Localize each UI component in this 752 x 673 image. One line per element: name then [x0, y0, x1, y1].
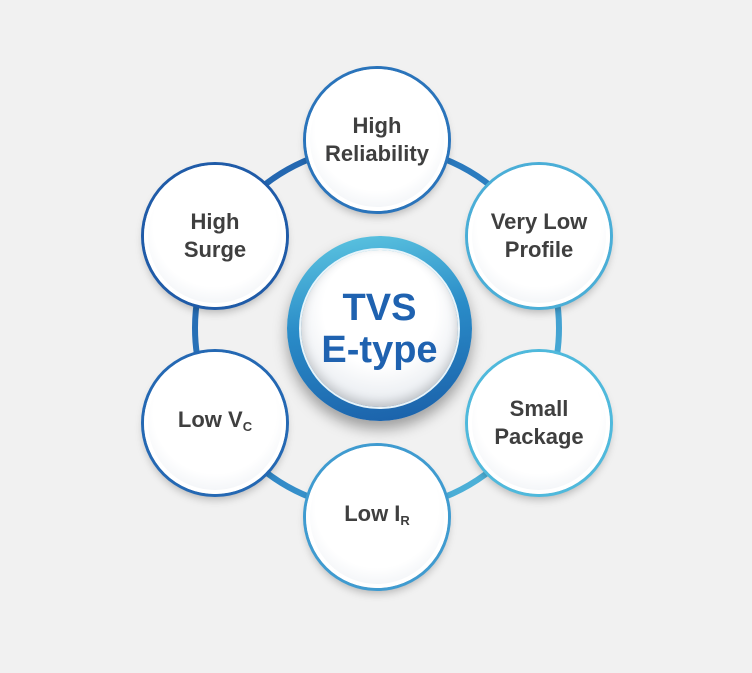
center-badge: TVS E-type: [287, 236, 472, 421]
feature-label-high-reliability: High Reliability: [325, 113, 429, 166]
center-badge-inner: TVS E-type: [301, 250, 458, 407]
feature-node-very-low-profile: Very Low Profile: [468, 165, 610, 307]
feature-label-low-ir: Low IR: [344, 500, 410, 528]
feature-node-small-package: Small Package: [468, 352, 610, 494]
feature-node-high-reliability: High Reliability: [306, 69, 448, 211]
feature-label-small-package: Small Package: [494, 396, 584, 449]
feature-label-very-low-profile: Very Low Profile: [490, 209, 588, 262]
center-title-line2: E-type: [321, 328, 438, 371]
feature-node-low-ir: Low IR: [306, 446, 448, 588]
feature-label-high-surge: High Surge: [183, 209, 247, 262]
feature-label-low-vc: Low VC: [177, 406, 253, 434]
feature-node-high-surge: High Surge: [144, 165, 286, 307]
feature-node-low-vc: Low VC: [144, 352, 286, 494]
center-title-line1: TVS: [342, 286, 417, 329]
